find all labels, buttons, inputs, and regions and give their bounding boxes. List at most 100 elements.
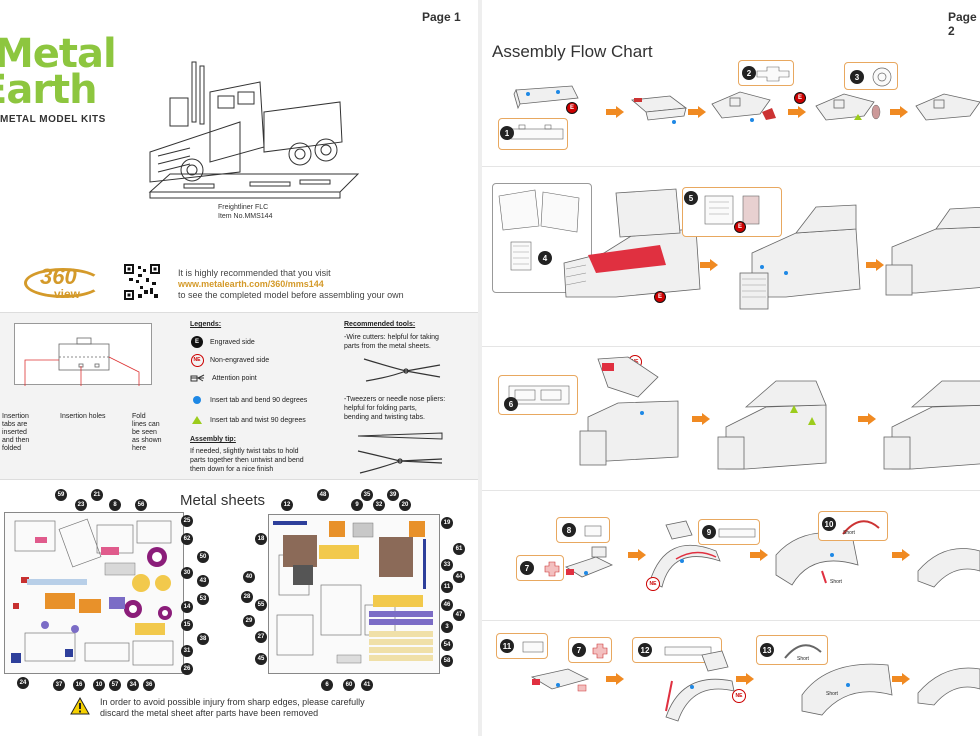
part-number-48: 48 [317, 489, 329, 501]
part-13-flat [784, 644, 822, 659]
logo-line1: Metal [0, 31, 117, 77]
short-label: Short [826, 691, 838, 697]
pointing-hand-icon [190, 374, 205, 382]
part-number-35: 35 [361, 489, 373, 501]
page-number: Page 1 [422, 10, 461, 24]
part-number-47: 47 [453, 609, 465, 621]
non-engraved-badge: NE [732, 689, 746, 703]
part-number-59: 59 [55, 489, 67, 501]
step-10-number: 10 [822, 517, 836, 531]
part-assembly-5d [917, 667, 980, 706]
part-8-flat [584, 525, 602, 537]
badge-360-number: 360 [40, 264, 77, 289]
part-number-54: 54 [441, 639, 453, 651]
metal-sheet-left: 59 21 8 56 23 25 62 50 30 43 53 14 15 38… [4, 489, 209, 691]
part-number-39: 39 [387, 489, 399, 501]
legends-title: Legends: [190, 321, 222, 328]
part-number-60: 60 [343, 679, 355, 691]
page-gutter [478, 0, 482, 736]
part-number-30: 30 [181, 567, 193, 579]
page-1: Page 1 Metal Earth METAL MODEL KITS [0, 0, 478, 736]
part-assembly-5b [665, 650, 735, 722]
step-2-number: 2 [742, 66, 756, 80]
part-number-14: 14 [181, 601, 193, 613]
part-step-1-folded [513, 85, 579, 110]
part-number-46: 46 [441, 599, 453, 611]
part-assembly-4a [565, 546, 613, 578]
part-number-62: 62 [181, 533, 193, 545]
part-assembly-3c [883, 380, 980, 470]
flow-row-2: 4 E 5 E [482, 166, 980, 316]
engraved-badge: E [566, 102, 578, 114]
blue-dot-icon [190, 393, 204, 407]
part-assembly-1a [631, 95, 688, 124]
part-4-flat [498, 189, 580, 271]
step-2-box [738, 60, 794, 86]
part-number-45: 45 [255, 653, 267, 665]
warning-notice: In order to avoid possible injury from s… [70, 696, 365, 719]
engraved-badge: E [794, 92, 806, 104]
insertion-holes-label: Insertion holes [60, 413, 106, 420]
green-triangle-icon [190, 413, 204, 427]
part-number-43: 43 [197, 575, 209, 587]
part-number-50: 50 [197, 551, 209, 563]
insertion-tabs-label: Insertion tabs are inserted and then fol… [2, 413, 30, 452]
part-number-32: 32 [373, 499, 385, 511]
step-3-number: 3 [850, 70, 864, 84]
non-engraved-icon: NE [190, 353, 204, 367]
tweezers-icon [357, 432, 443, 440]
step-9-number: 9 [702, 525, 716, 539]
wire-cutters-icon [363, 358, 441, 382]
part-number-12: 12 [281, 499, 293, 511]
part-number-57: 57 [109, 679, 121, 691]
reco-line1: It is highly recommended that you visit [178, 268, 331, 278]
part-number-56: 56 [135, 499, 147, 511]
part-3-flat [872, 67, 892, 87]
part-assembly-4b [649, 520, 721, 588]
part-assembly-2b [739, 204, 861, 310]
part-6-flat [508, 385, 570, 405]
part-number-61: 61 [453, 543, 465, 555]
part-number-18: 18 [255, 533, 267, 545]
step-8-number: 8 [562, 523, 576, 537]
metal-sheet-right: 12 48 9 35 32 39 20 19 18 61 40 33 44 28… [241, 489, 465, 691]
part-assembly-5c [801, 663, 893, 716]
engraved-symbol: E [191, 336, 203, 348]
non-engraved-symbol: NE [190, 353, 204, 367]
badge-ring [24, 268, 102, 298]
logo-line2: Earth [0, 67, 98, 113]
part-number-8: 8 [109, 499, 121, 511]
sheet-left-parts [11, 518, 174, 666]
part-assembly-2a [563, 188, 701, 298]
legend-non-engraved: NE Non-engraved side [190, 353, 269, 367]
part-number-40: 40 [243, 571, 255, 583]
part-7-flat [544, 561, 560, 577]
part-number-25: 25 [181, 515, 193, 527]
step-13-box: Short [756, 635, 828, 665]
flow-row-1: E 1 2 E 3 [482, 60, 980, 164]
legend-bend: Insert tab and bend 90 degrees [190, 393, 307, 407]
view-360-badge: 360 view [24, 262, 102, 302]
reco-link[interactable]: www.metalearth.com/360/mms144 [178, 279, 324, 289]
legend-engraved: E Engraved side [190, 335, 255, 349]
part-7b-flat [592, 643, 608, 659]
part-number-10: 10 [93, 679, 105, 691]
assembly-tip-title: Assembly tip: [190, 436, 236, 443]
engraved-badge: E [734, 221, 746, 233]
engraved-icon: E [190, 335, 204, 349]
part-number-9: 9 [351, 499, 363, 511]
step-13-number: 13 [760, 643, 774, 657]
model-item-number: Item No.MMS144 [218, 213, 273, 220]
step-6-number: 6 [504, 397, 518, 411]
part-number-3: 3 [441, 621, 453, 633]
part-number-27: 27 [255, 631, 267, 643]
part-number-36: 36 [143, 679, 155, 691]
flow-row-4: 8 7 NE 9 Short Short 10 [482, 490, 980, 618]
step-5-number: 5 [684, 191, 698, 205]
truck-illustration [148, 61, 360, 199]
part-assembly-1b [711, 91, 776, 122]
part-2-flat [756, 66, 790, 82]
part-number-23: 23 [75, 499, 87, 511]
part-assembly-5a [530, 668, 590, 692]
insertion-diagram [14, 323, 152, 386]
